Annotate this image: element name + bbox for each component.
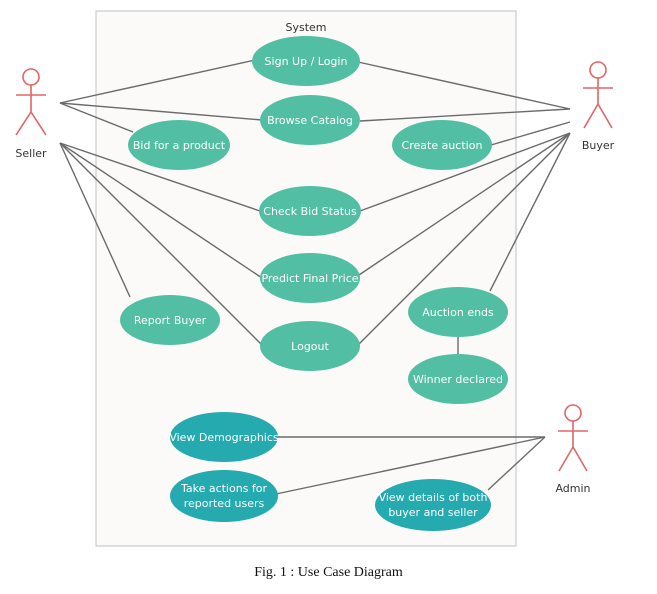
- seller-bid-link: [59, 102, 134, 133]
- actor-seller: Seller: [15, 68, 47, 160]
- seller-label: Seller: [15, 147, 47, 160]
- svg-text:reported users: reported users: [184, 497, 265, 510]
- svg-text:Take actions for: Take actions for: [180, 482, 268, 495]
- buyer-stick-figure-icon: [583, 61, 613, 129]
- use-case-check-bid-status: Check Bid Status: [259, 186, 361, 236]
- use-case-logout: Logout: [260, 321, 360, 371]
- use-case-signup: Sign Up / Login: [252, 36, 360, 86]
- svg-text:Report Buyer: Report Buyer: [134, 314, 207, 327]
- use-case-diagram: System Sign Up / Login Browse Catalog: [15, 10, 615, 547]
- admin-takeactions-link: [275, 436, 546, 495]
- use-case-view-demographics: View Demographics: [169, 412, 279, 462]
- buyer-checkbid-link: [359, 132, 571, 212]
- svg-text:Sign Up / Login: Sign Up / Login: [265, 55, 348, 68]
- use-case-winner-declared: Winner declared: [408, 354, 508, 404]
- seller-predict-link: [59, 142, 263, 279]
- seller-signup-link: [59, 59, 256, 104]
- actor-buyer: Buyer: [582, 61, 615, 152]
- svg-text:Predict Final Price: Predict Final Price: [261, 272, 358, 285]
- seller-logout-link: [59, 142, 263, 346]
- actor-admin: Admin: [555, 404, 591, 495]
- use-case-bid: Bid for a product: [128, 120, 230, 170]
- buyer-auction-ends-link: [489, 132, 571, 292]
- svg-text:Winner declared: Winner declared: [413, 373, 503, 386]
- svg-text:Create auction: Create auction: [402, 139, 483, 152]
- associations: [59, 59, 571, 495]
- seller-report-link: [59, 142, 131, 298]
- use-case-view-details: View details of both buyer and seller: [375, 479, 491, 531]
- svg-text:buyer and seller: buyer and seller: [388, 506, 478, 519]
- seller-stick-figure-icon: [15, 68, 47, 136]
- use-case-report-buyer: Report Buyer: [120, 295, 220, 345]
- seller-checkbid-link: [59, 142, 261, 212]
- system-label: System: [285, 21, 326, 34]
- use-case-create-auction: Create auction: [392, 120, 492, 170]
- admin-label: Admin: [555, 482, 590, 495]
- buyer-logout-link: [357, 132, 571, 346]
- buyer-signup-link: [357, 61, 571, 110]
- seller-browse-link: [59, 102, 263, 121]
- admin-viewdetails-link: [487, 436, 546, 491]
- buyer-predict-link: [358, 132, 571, 276]
- admin-stick-figure-icon: [558, 404, 588, 472]
- svg-text:Bid for a product: Bid for a product: [133, 139, 226, 152]
- use-case-browse-catalog: Browse Catalog: [260, 95, 360, 145]
- figure-caption: Fig. 1 : Use Case Diagram: [254, 565, 403, 580]
- svg-text:Browse Catalog: Browse Catalog: [267, 114, 353, 127]
- use-case-take-actions: Take actions for reported users: [170, 470, 278, 522]
- buyer-create-link: [490, 121, 571, 146]
- buyer-browse-link: [359, 108, 571, 122]
- svg-text:Auction ends: Auction ends: [422, 306, 494, 319]
- svg-text:View details of both: View details of both: [379, 491, 488, 504]
- svg-text:Logout: Logout: [291, 340, 329, 353]
- buyer-label: Buyer: [582, 139, 615, 152]
- use-case-auction-ends: Auction ends: [408, 287, 508, 337]
- svg-text:Check Bid Status: Check Bid Status: [263, 205, 357, 218]
- use-case-predict-price: Predict Final Price: [260, 253, 360, 303]
- svg-text:View Demographics: View Demographics: [169, 431, 279, 444]
